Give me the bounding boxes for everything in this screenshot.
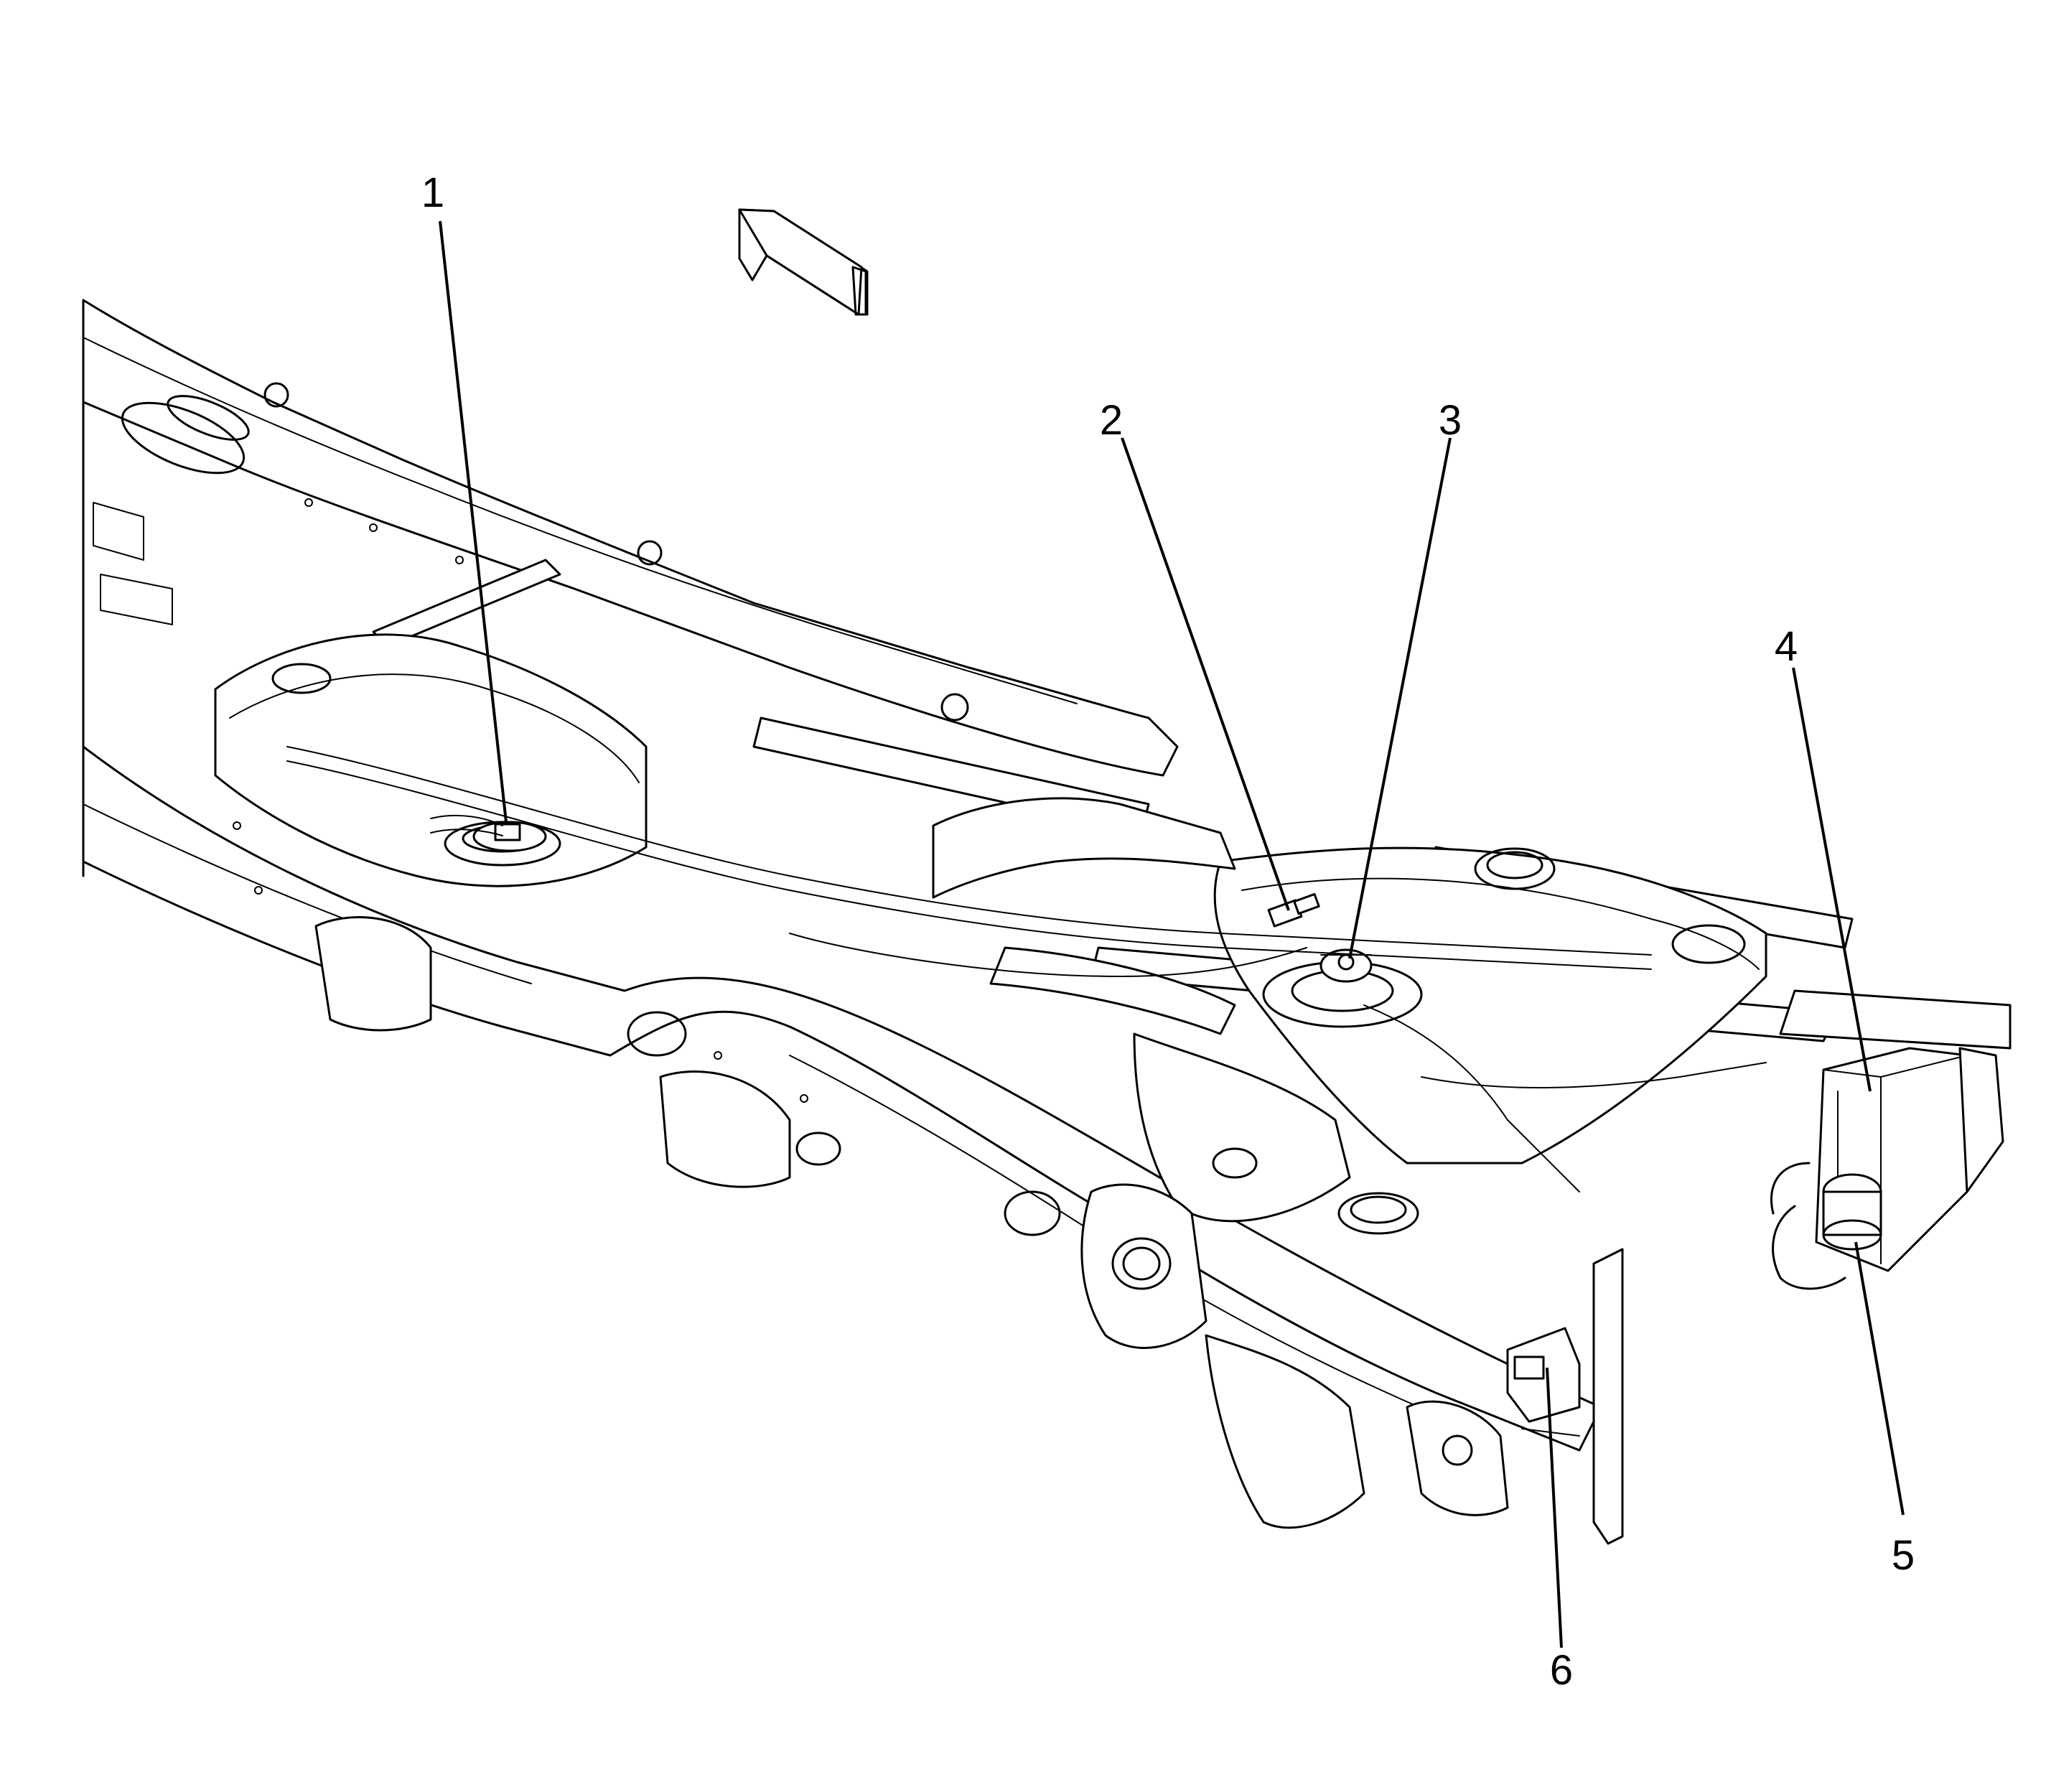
front-direction-arrow <box>738 208 869 316</box>
frame-left-edge <box>82 299 173 877</box>
evap-vent-valve <box>1770 1162 1882 1290</box>
leader-line-4 <box>1792 667 1872 1092</box>
leader-line-1 <box>439 220 508 823</box>
fuel-tank-pressure-sensor-bracket <box>1506 1248 1624 1545</box>
rear-fuel-tank <box>1213 846 1767 1235</box>
fuel-pump-module-front <box>430 814 547 852</box>
front-fuel-tank <box>214 633 648 887</box>
leader-line-2 <box>1121 437 1290 911</box>
callout-5: 5 <box>1892 1532 1915 1579</box>
callout-4: 4 <box>1775 623 1798 670</box>
callout-2: 2 <box>1100 397 1123 444</box>
callout-6: 6 <box>1550 1647 1573 1694</box>
fuel-lines <box>286 746 1767 1193</box>
rear-suspension-bracket <box>314 916 1509 1529</box>
harness-connector <box>1267 892 1320 928</box>
evap-canister <box>1815 1047 2004 1272</box>
leader-line-6 <box>1546 1367 1563 1648</box>
leader-line-5 <box>1854 1241 1905 1516</box>
callout-labels: 1 2 3 4 5 6 <box>421 169 1915 1694</box>
callout-1: 1 <box>421 169 444 216</box>
exhaust-system <box>932 797 1351 1223</box>
leader-line-3 <box>1348 437 1452 959</box>
leader-lines <box>439 220 1905 1648</box>
callout-3: 3 <box>1439 397 1462 444</box>
